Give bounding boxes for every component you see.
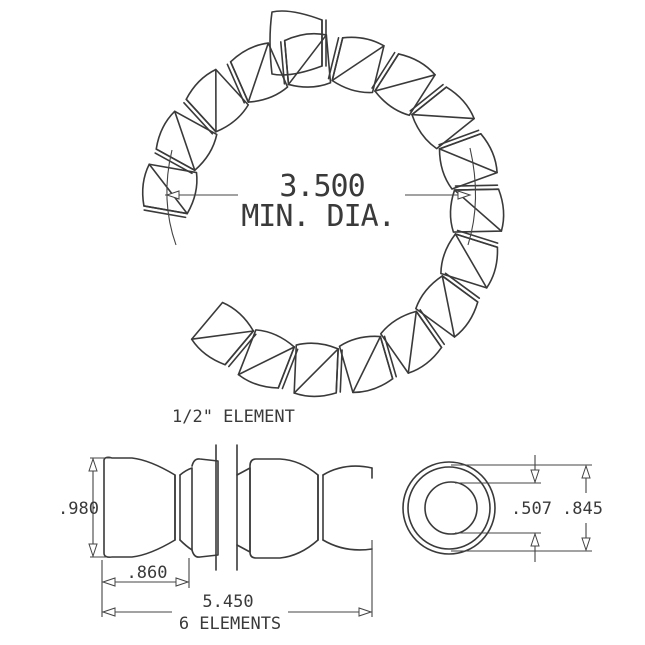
min-diameter-dimension: 3.500 MIN. DIA. [165,147,477,246]
ring-segment [412,269,485,340]
total-length-value: 5.450 [202,592,253,612]
ring-segment [337,330,399,396]
element-title: 1/2" ELEMENT [172,407,295,427]
ring-segment [368,47,438,119]
ring-segment [293,341,344,399]
element-length-value: .860 [127,563,168,583]
inner-diameter-dimension: .507 [511,455,552,562]
diameter-label: MIN. DIA. [241,199,395,234]
side-view: .980 .860 5.450 6 ELEMENTS [58,444,373,634]
height-value: .980 [58,499,99,519]
ring-segment [179,66,251,139]
inner-diameter-value: .507 [511,499,552,519]
ring-segment [189,299,261,372]
total-length-label: 6 ELEMENTS [179,614,281,634]
ring-view: 3.500 MIN. DIA. [137,10,505,399]
ring-segment [236,326,301,395]
outer-diameter-dimension: .845 [562,464,603,552]
ring-segment [279,31,332,91]
diameter-value: 3.500 [279,169,364,204]
height-dimension: .980 [58,457,112,558]
ring-segment [378,304,449,377]
ring-end-cap [269,10,323,76]
end-view: .507 .845 [402,455,603,562]
ring-segment [326,31,386,96]
ring-segment [433,127,501,191]
total-length-dimension: 5.450 6 ELEMENTS [101,540,373,634]
element-length-dimension: .860 [101,558,190,588]
outer-diameter-value: .845 [562,499,603,519]
